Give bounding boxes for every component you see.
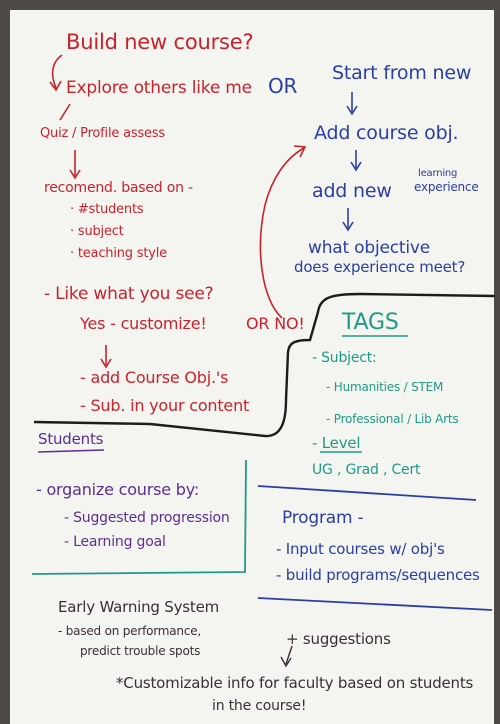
level-heading: - Level [312,434,361,452]
early-warning-title: Early Warning System [58,598,220,616]
recommend-item: · teaching style [70,246,167,261]
organize-course-text: - organize course by: [36,480,200,499]
learning-label: learning [418,168,458,179]
experience-label: experience [414,180,479,194]
arrow-suggestions [285,645,293,665]
add-course-obj-right-text: Add course obj. [314,122,459,144]
warning-line: - based on performance, [58,624,202,638]
subject-heading: - Subject: [312,350,377,366]
start-from-new-text: Start from new [332,62,472,84]
recommend-item: · subject [70,224,124,239]
students-item: - Learning goal [64,534,166,550]
yes-customize-text: Yes - customize! [80,314,207,333]
explore-others-text: Explore others like me [66,78,252,98]
question-line-2: does experience meet? [294,258,466,276]
staircase-divider [33,292,496,438]
students-title: Students [38,430,104,448]
or-text: OR [268,74,298,98]
level-values: UG , Grad , Cert [312,462,421,478]
subject-item: - Humanities / STEM [326,380,444,394]
customizable-line-1: *Customizable info for faculty based on … [116,674,474,692]
recommend-text: recomend. based on - [44,180,193,196]
program-item: - Input courses w/ obj's [276,540,445,558]
suggestions-text: + suggestions [286,630,391,648]
recommend-item: · #students [70,202,144,217]
program-bottom-line [257,597,493,611]
sub-content-text: - Sub. in your content [80,396,250,415]
subject-item: - Professional / Lib Arts [326,412,459,426]
program-item: - build programs/sequences [276,566,480,584]
tags-title: TAGS [342,310,399,335]
students-box [31,459,247,575]
customizable-line-2: in the course! [212,698,307,714]
question-line-1: what objective [308,238,430,258]
or-no-text: OR NO! [246,314,305,333]
quiz-profile-text: Quiz / Profile assess [40,126,165,141]
arrow-no-to-add-course-obj [259,147,305,319]
add-new-text: add new [312,180,392,202]
whiteboard [10,10,494,724]
arrow-explore-to-quiz [59,103,71,121]
arrow-build-to-explore [51,54,63,89]
program-top-line [257,485,477,501]
students-underline [37,449,105,453]
build-new-course-title: Build new course? [66,30,254,54]
warning-line: predict trouble spots [80,644,201,658]
add-course-obj-text: - add Course Obj.'s [80,368,229,387]
like-what-you-see-text: - Like what you see? [44,284,214,304]
program-title: Program - [282,508,364,528]
students-item: - Suggested progression [64,510,230,526]
